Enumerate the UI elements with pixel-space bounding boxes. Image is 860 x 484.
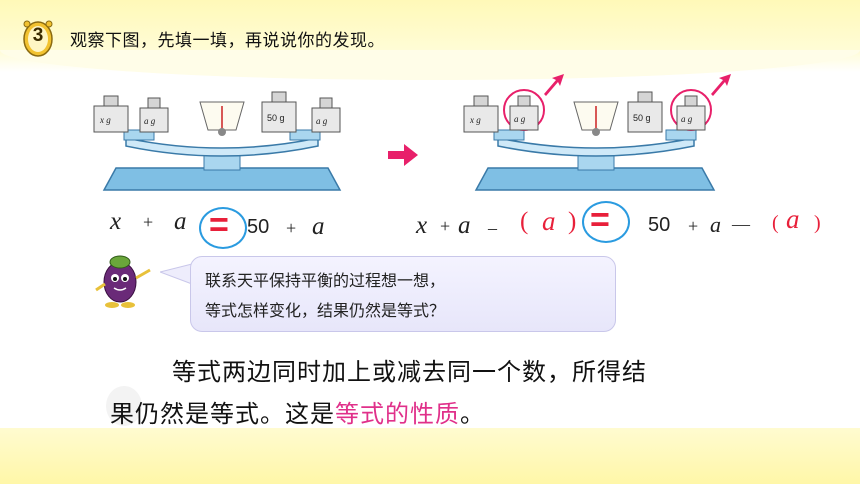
badge-number: 3 [32,25,44,46]
eq-term: x [110,208,122,235]
conclusion-plain: 果仍然是等式。这是 [110,400,335,428]
weight-label: a g [316,116,328,126]
eq-term: a [174,208,187,235]
answer-paren: ( [520,208,529,235]
bubble-line-2: 等式怎样变化，结果仍然是等式？ [205,301,446,320]
equals-circle [199,207,247,249]
weight-label: 50 g [267,113,285,123]
eq-term: x [416,212,428,239]
speech-bubble: 联系天平保持平衡的过程想一想， 等式怎样变化，结果仍然是等式？ [190,256,616,332]
balance-scale-right: x g a g 50 g a g [463,74,731,191]
number-badge-icon: 3 [22,18,54,58]
property-highlight: 等式的性质 [335,400,460,428]
eq-term: a [312,213,325,240]
eggplant-mascot-icon [95,255,151,308]
bubble-line-1: 联系天平保持平衡的过程想一想， [205,271,446,290]
balance-scale-left: x g a g 50 g a g [93,91,342,191]
equals-sign: = [590,201,610,239]
answer-paren: ) [814,212,821,234]
equals-sign: = [209,206,229,244]
right-arrow-icon [388,144,418,166]
conclusion-line-1: 等式两边同时加上或减去同一个数，所得结 [172,358,647,386]
eq-term: a [710,212,721,237]
eq-operator: + [440,216,451,236]
decorative-swirl [106,386,142,426]
eq-operator: + [688,216,699,236]
footer-band [0,428,860,484]
weight-label: a g [514,114,526,124]
conclusion-end: 。 [460,400,485,428]
answer-fill: a [542,206,556,236]
weight-label: a g [144,116,156,126]
eq-operator: — [732,214,750,234]
eq-operator: + [286,218,297,238]
answer-fill: a [786,204,800,234]
eq-operator: + [143,212,154,232]
task-instruction: 观察下图，先填一填，再说说你的发现。 [70,31,385,51]
weight-label: 50 g [633,113,651,123]
header-band [0,0,860,80]
balance-scale-icon [463,74,731,191]
answer-paren: ) [568,208,577,235]
equals-circle [582,201,630,243]
eq-number: 50 [648,214,671,236]
balance-scale-icon [93,91,342,191]
weight-label: x g [469,115,481,125]
eq-term: a [458,212,471,239]
answer-paren: ( [772,212,779,234]
weight-label: a g [681,114,693,124]
conclusion-line-2: 果仍然是等式。这是等式的性质。 [110,394,485,429]
eq-number: 50 [247,216,270,238]
eq-operator: – [488,218,497,238]
weight-label: x g [99,115,111,125]
bubble-tail [160,263,193,285]
